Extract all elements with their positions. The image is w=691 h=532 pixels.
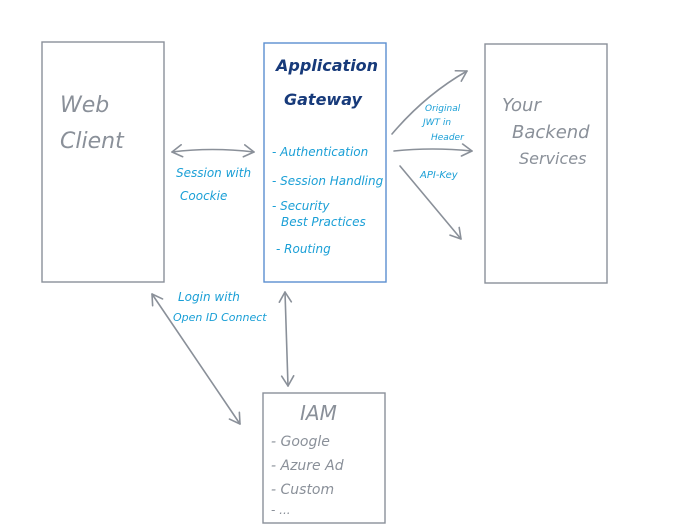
web-client-box <box>41 41 165 283</box>
iam-item-more: - ... <box>271 503 291 517</box>
backend-arrow-upper <box>391 69 468 135</box>
login-label-line-1: Login with <box>178 290 240 304</box>
login-arrow <box>151 293 241 425</box>
gateway-feature-security: - Security <box>272 199 330 213</box>
jwt-label-line-3: Header <box>431 133 465 143</box>
gateway-title-line-1: Application <box>274 56 378 75</box>
web-client-label-line-1: Web <box>60 93 109 118</box>
iam-item-google: - Google <box>271 434 330 450</box>
gateway-title-line-2: Gateway <box>284 90 363 109</box>
gateway-feature-authentication: - Authentication <box>272 145 368 159</box>
iam-box <box>262 392 386 524</box>
backend-label-line-3: Services <box>519 149 586 168</box>
backend-arrow-lower <box>399 165 462 240</box>
login-label-line-2: Open ID Connect <box>173 311 267 324</box>
backend-services-node: Your Backend Services <box>484 43 608 284</box>
iam-item-custom: - Custom <box>271 482 334 498</box>
backend-label-line-1: Your <box>502 95 542 116</box>
iam-node: IAM - Google - Azure Ad - Custom - ... <box>262 392 386 524</box>
iam-title: IAM <box>300 401 337 425</box>
jwt-label-line-1: Original <box>425 104 461 114</box>
backend-label-line-2: Backend <box>512 122 590 143</box>
api-key-label: API-Key <box>419 170 459 181</box>
session-arrow <box>171 144 255 158</box>
iam-item-azure-ad: - Azure Ad <box>271 458 344 474</box>
gateway-iam-arrow <box>278 291 295 387</box>
gateway-feature-best-practices: Best Practices <box>281 215 366 229</box>
gateway-feature-session-handling: - Session Handling <box>272 174 384 188</box>
session-label-line-1: Session with <box>176 166 251 180</box>
session-label-line-2: Coockie <box>180 189 227 203</box>
application-gateway-node: Application Gateway - Authentication - S… <box>263 42 387 283</box>
backend-services-box <box>484 43 608 284</box>
application-gateway-box <box>263 42 387 283</box>
gateway-feature-routing: - Routing <box>276 242 331 256</box>
jwt-label-line-2: JWT in <box>421 118 451 128</box>
backend-arrow-middle <box>393 143 473 157</box>
web-client-node: Web Client <box>41 41 165 283</box>
web-client-label-line-2: Client <box>60 129 125 154</box>
